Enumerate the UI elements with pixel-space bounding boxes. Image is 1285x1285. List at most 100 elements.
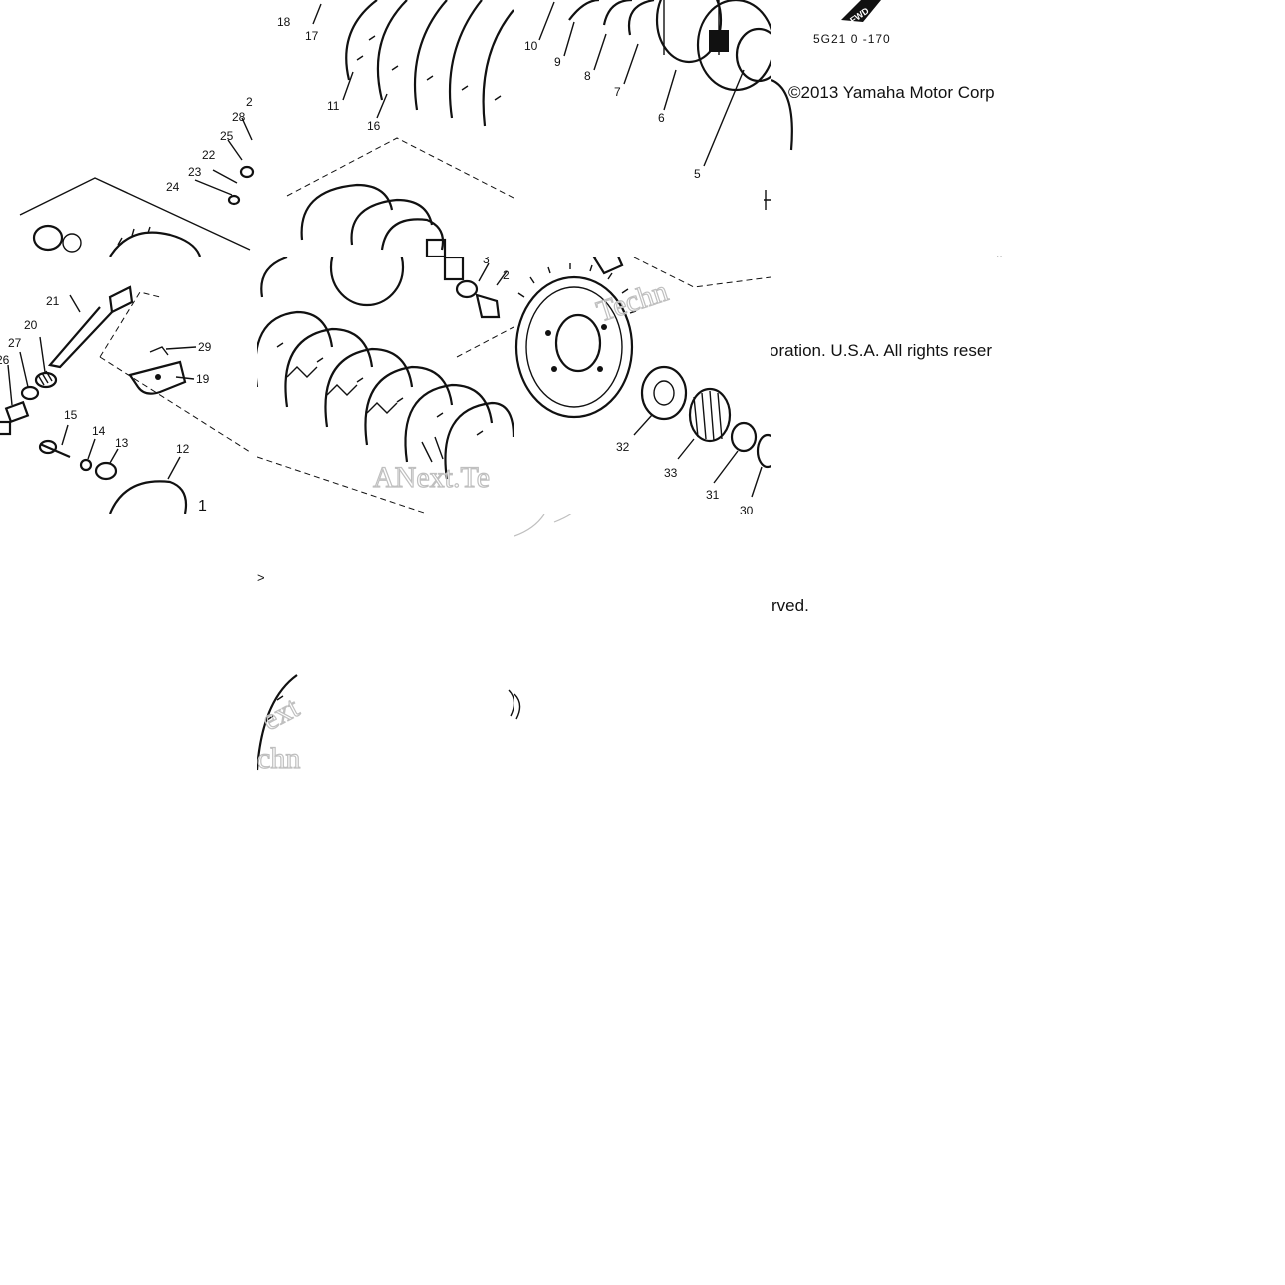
leader-line: [212, 169, 238, 184]
callout-19: 19: [196, 372, 210, 386]
fragment-mark: [764, 190, 771, 210]
callout-20: 20: [24, 318, 38, 332]
diagram-tile-r2c3: rved.: [771, 514, 1028, 771]
clutch-housing-part: [655, 0, 723, 64]
callout-30: 30: [740, 504, 754, 514]
diagram-tile-fragment: ext chn: [257, 660, 514, 772]
callout-24: 24: [166, 180, 180, 194]
bolt-part: [475, 293, 501, 319]
spring-part: [34, 371, 58, 389]
spacer-part: [735, 27, 771, 83]
clutch-plate-part: [627, 0, 655, 36]
clutch-plate-part: [482, 9, 514, 127]
copyright-line-3: rved.: [771, 596, 809, 615]
clutch-plate-part: [109, 231, 202, 257]
spring-coils: [37, 370, 53, 386]
bushing-part: [4, 400, 30, 424]
callout-29: 29: [198, 340, 212, 354]
stray-mark: ..: [996, 247, 1003, 257]
callout-28: 28: [232, 110, 246, 124]
seal-part: [0, 420, 12, 436]
diagram-tile-r0c2: 10 9 8 7 6 5: [514, 0, 771, 257]
callout-18: 18: [277, 15, 291, 29]
callout-14: 14: [92, 424, 106, 438]
exploded-view-drawing: [514, 514, 572, 720]
assembly-outline: [19, 177, 251, 251]
leader-line: [227, 139, 243, 161]
assembly-outline: [286, 137, 514, 199]
leader-line: [61, 424, 69, 446]
clutch-plate-part: [284, 327, 374, 408]
callout-26: 26: [0, 353, 10, 367]
callout-25: 25: [220, 129, 234, 143]
leader-line: [563, 21, 575, 57]
leader-line: [7, 364, 13, 406]
screw-head-part: [38, 439, 58, 455]
leader-line: [39, 336, 46, 373]
clutch-boss-part: [300, 183, 394, 241]
clutch-plate-part: [350, 198, 434, 246]
washer-part: [62, 233, 82, 253]
assembly-outline: [633, 257, 771, 288]
washer-part: [79, 458, 93, 472]
leader-line: [703, 69, 745, 167]
copyright-line-1: ©2013 Yamaha Motor Corp: [788, 83, 995, 102]
leader-line: [496, 270, 508, 286]
plate-teeth: [356, 35, 502, 101]
primary-driven-gear-part: [514, 275, 634, 419]
clutch-plate-part: [364, 365, 454, 446]
leader-line: [194, 179, 233, 196]
leader-line: [167, 456, 181, 480]
callout-8: 8: [584, 69, 591, 83]
gear-hub: [554, 313, 602, 373]
exploded-view-drawing: FWD ..: [771, 0, 1003, 257]
gear-inner-ring: [525, 286, 623, 408]
clutch-plate-part: [257, 310, 334, 387]
clutch-plate-part: [602, 0, 633, 26]
exploded-view-drawing: 10 9 8 7 6 5: [524, 0, 771, 210]
watermark-text: chn: [257, 742, 300, 772]
diagram-tile-r1c1: 3 2 ANext.Te: [257, 257, 514, 514]
callout-32: 32: [616, 440, 630, 454]
leader-line: [19, 351, 29, 388]
needle-bearing-rollers: [693, 390, 723, 442]
callout-31: 31: [706, 488, 720, 502]
callout-16: 16: [367, 119, 381, 133]
fwd-arrow-icon: [841, 0, 881, 22]
plate-zigzag: [286, 366, 398, 414]
leader-line: [376, 93, 388, 119]
washer-part: [20, 385, 40, 401]
watermark-text: Techn: [593, 275, 673, 329]
diagram-tile-r1c0: 21 20 27 26 29 19 15 14 13 12 1: [0, 257, 257, 514]
clutch-plate-part: [324, 347, 414, 428]
drawing-code: 5G21 0 -170: [813, 32, 891, 46]
nut-part: [227, 194, 241, 206]
plate-teeth: [266, 695, 284, 721]
plate-teeth: [117, 226, 151, 246]
clutch-plate-part: [345, 0, 378, 81]
diagram-tile-r0c3: FWD .. 5G21 0 -170 ©2013 Yamaha Motor Co…: [771, 0, 1028, 257]
assembly-outline: [456, 326, 514, 358]
bearing-part: [640, 365, 688, 421]
callout-22: 22: [202, 148, 216, 162]
leader-line: [538, 1, 555, 41]
gear-fragment: [771, 78, 793, 151]
clutch-plate-part: [376, 0, 408, 101]
callout-9: 9: [554, 55, 561, 69]
callout-6: 6: [658, 111, 665, 125]
leader-line: [241, 117, 253, 141]
callout-15: 15: [64, 408, 78, 422]
callout-33: 33: [664, 466, 678, 480]
exploded-view-drawing: 32 33 31 30 Techn: [514, 257, 771, 514]
clutch-plate-part: [444, 401, 514, 480]
exploded-view-drawing: 18 17 11 16: [277, 0, 514, 257]
clutch-plate-part: [404, 383, 494, 463]
stray-mark: >: [257, 570, 265, 585]
leader-line: [87, 438, 96, 460]
exploded-view-drawing: ext chn: [257, 674, 514, 772]
clutch-plate-part: [257, 674, 298, 771]
leader-line: [69, 294, 81, 313]
callout-11: 11: [327, 99, 340, 113]
leader-line: [109, 448, 119, 464]
callout-27: 27: [8, 336, 22, 350]
